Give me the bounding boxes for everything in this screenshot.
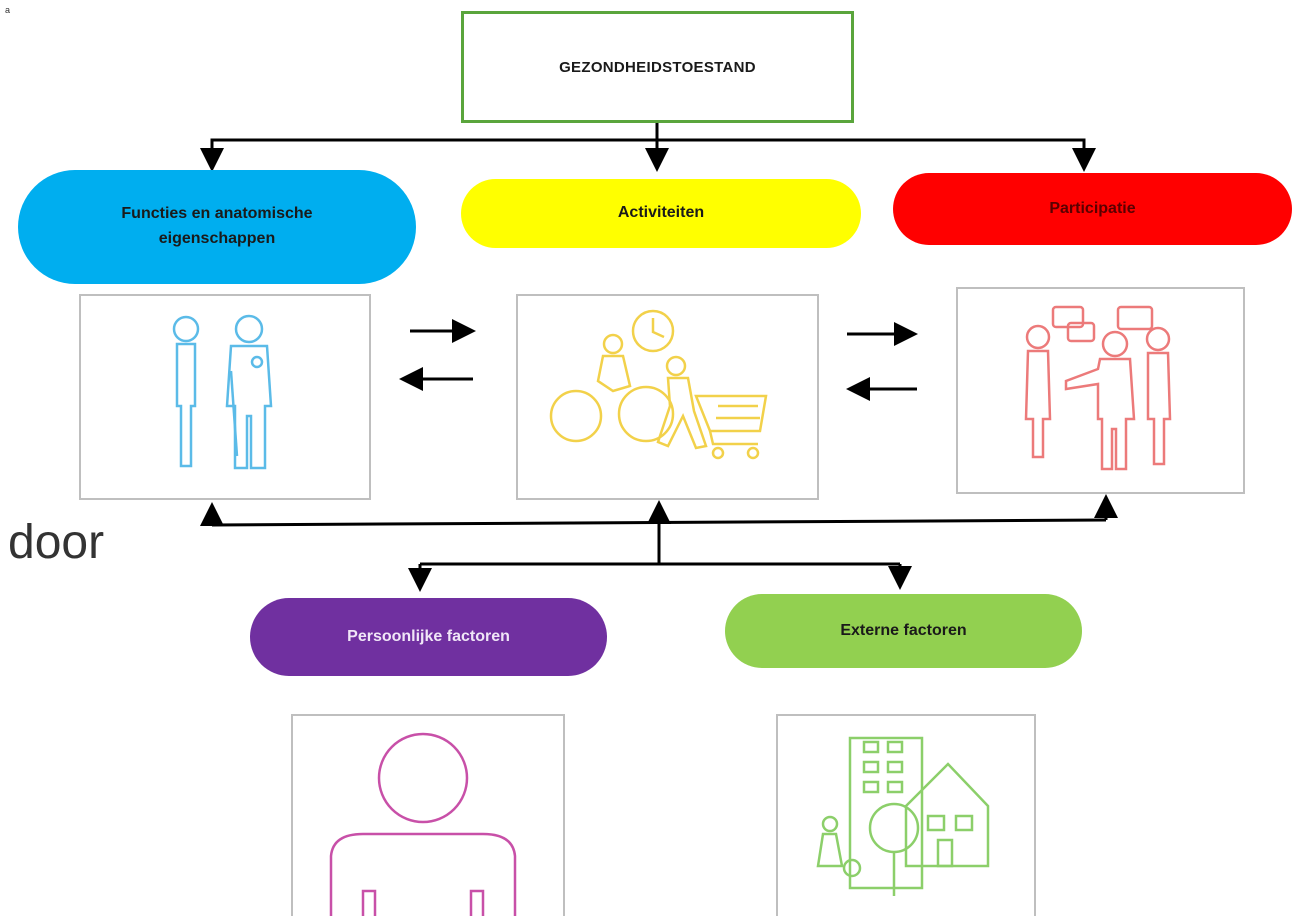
external-picture [776, 714, 1036, 916]
personal-picture [291, 714, 565, 916]
health-condition-box: GEZONDHEIDSTOESTAND [461, 11, 854, 123]
activities-picture [516, 294, 819, 500]
group-conversation-icon [1024, 305, 1172, 471]
participation-label: Participatie [1049, 199, 1136, 217]
functions-pill: Functies en anatomische eigenschappen [18, 170, 416, 284]
functions-label-line2: eigenschappen [158, 230, 276, 247]
health-condition-label: GEZONDHEIDSTOESTAND [559, 58, 756, 76]
functions-label-line1: Functies en anatomische [121, 205, 313, 223]
top-bracket-line [210, 138, 1086, 166]
functions-picture [79, 294, 371, 500]
participation-pill: Participatie [893, 173, 1292, 245]
personal-factors-label: Persoonlijke factoren [347, 627, 510, 645]
activities-icon [549, 309, 768, 460]
corner-mark: a [5, 5, 11, 15]
environment-icon [816, 736, 990, 896]
body-figures-icon [172, 314, 273, 470]
activities-label: Activiteiten [617, 204, 705, 222]
activities-pill: Activiteiten [461, 179, 861, 248]
side-text: door [8, 516, 105, 569]
external-factors-pill: Externe factoren [725, 594, 1082, 668]
personal-factors-pill: Persoonlijke factoren [250, 598, 607, 676]
participation-picture [956, 287, 1245, 494]
external-factors-label: Externe factoren [840, 621, 967, 639]
person-bust-icon [329, 732, 517, 916]
